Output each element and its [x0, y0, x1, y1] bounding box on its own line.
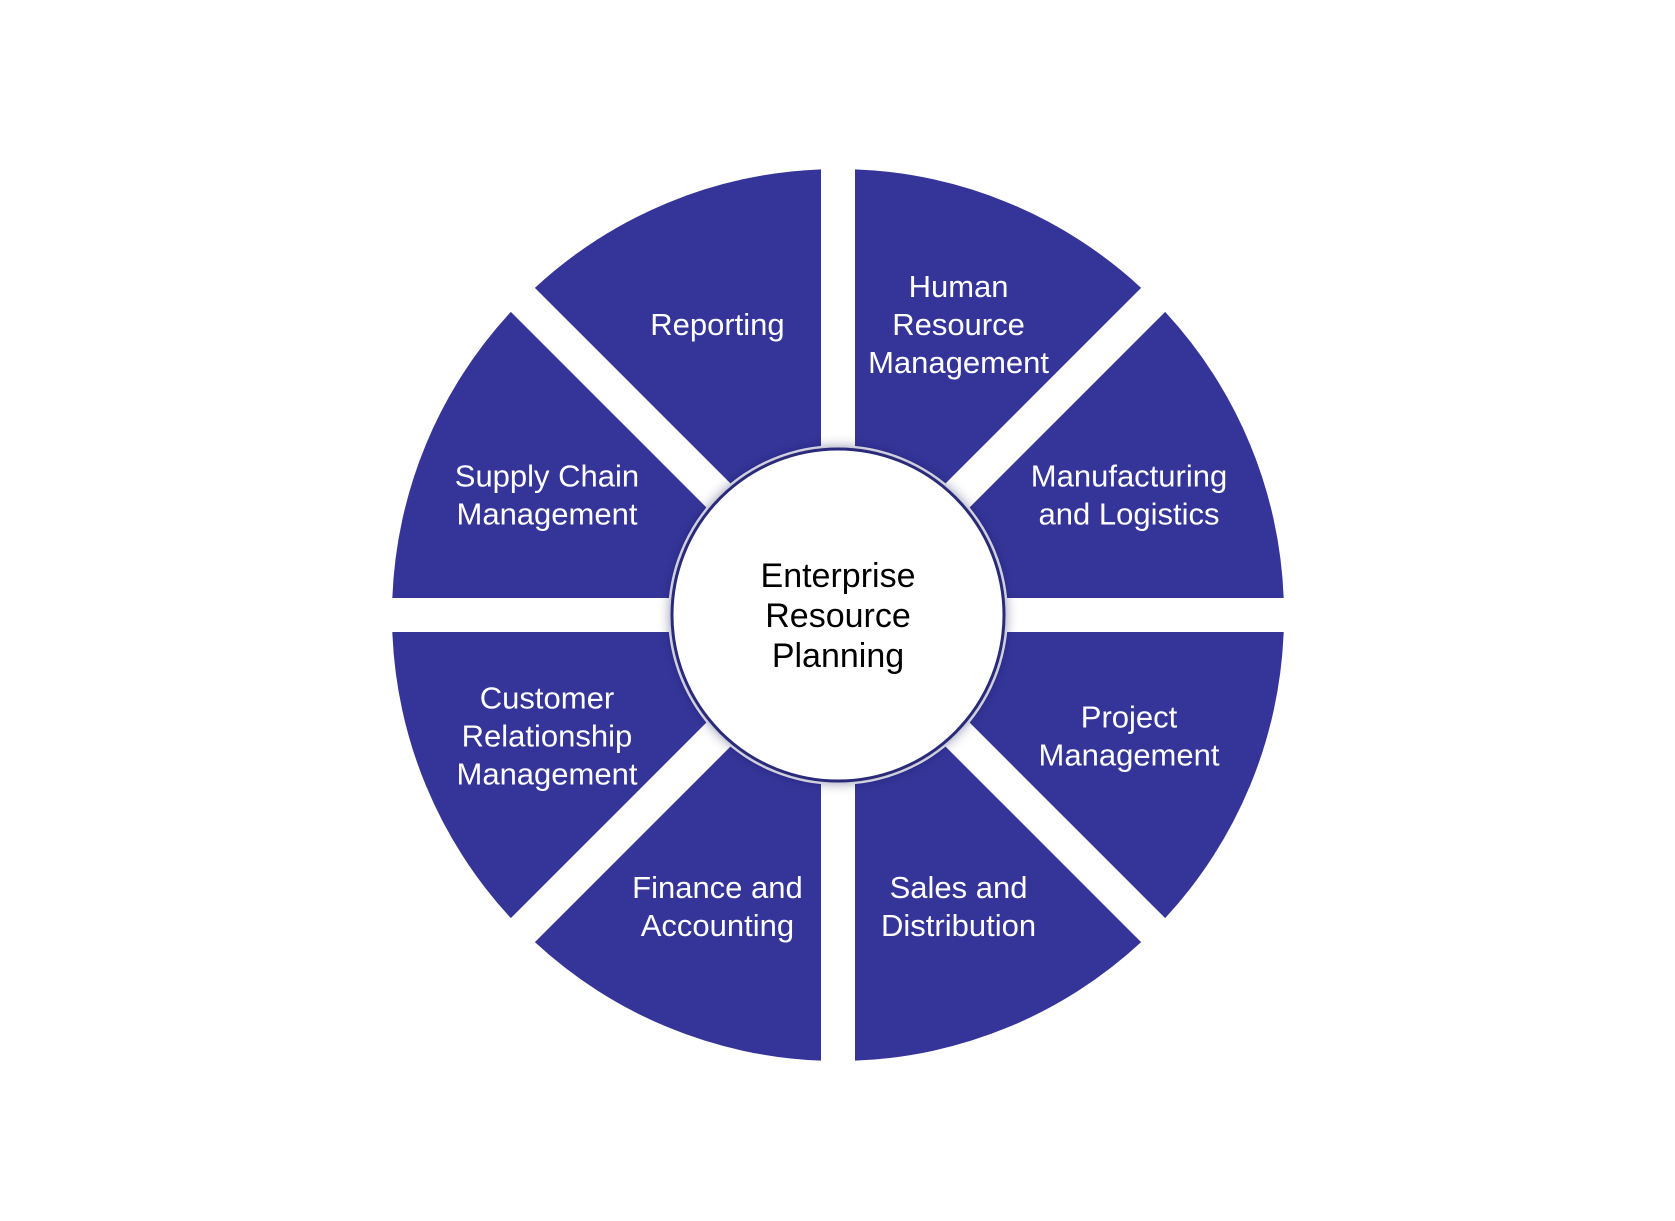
segment-sales-and-distribution: [855, 667, 1142, 1061]
hub-circle: [670, 447, 1006, 783]
segment-label-line: Management: [457, 757, 638, 792]
segment-label-line: Relationship: [462, 719, 633, 754]
segment-human-resource-management: [855, 169, 1142, 563]
segment-label-line: Project: [1081, 700, 1178, 735]
segment-finance-and-accounting: [534, 667, 821, 1061]
segment-label-line: Resource: [892, 307, 1025, 342]
segment-manufacturing-and-logistics: [890, 311, 1284, 598]
segment-label-line: Human: [909, 269, 1009, 304]
segment-project-management: [890, 632, 1284, 919]
segment-label-line: Sales and: [890, 870, 1028, 905]
hub-label-line: Planning: [772, 637, 904, 675]
segment-label-line: Reporting: [650, 307, 784, 342]
segment-label-line: Management: [868, 345, 1049, 380]
segment-label-line: Management: [457, 496, 638, 531]
segment-reporting: [534, 169, 821, 563]
segment-supply-chain-management: [392, 311, 786, 598]
segment-label-line: Finance and: [632, 870, 803, 905]
segment-label-line: Accounting: [641, 908, 794, 943]
segment-label-line: Distribution: [881, 908, 1036, 943]
segment-label-line: Management: [1039, 738, 1220, 773]
segment-label-line: and Logistics: [1039, 496, 1220, 531]
hub-label-line: Resource: [765, 597, 911, 635]
segment-label-reporting: Reporting: [650, 307, 784, 342]
segment-label-line: Supply Chain: [455, 458, 639, 493]
hub-label-line: Enterprise: [761, 557, 916, 595]
segment-label-line: Customer: [480, 681, 614, 716]
segment-customer-relationship-management: [392, 632, 786, 919]
segment-label-line: Manufacturing: [1031, 458, 1227, 493]
